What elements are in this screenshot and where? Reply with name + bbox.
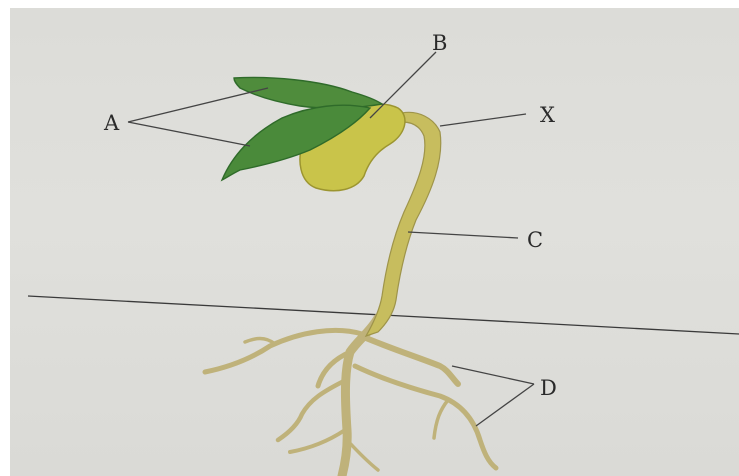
label-d: D [540,376,557,400]
leader-a-upper [128,88,268,122]
root-branch-left-bottom [290,430,345,452]
root-branch-left-upper [205,330,362,372]
root-branch-right-mid [355,366,496,468]
leaf-upper [234,78,382,109]
label-x: X [540,103,555,127]
leader-d-upper [452,366,534,384]
root-branch-right-bottom [347,440,378,470]
label-c: C [527,228,543,252]
leader-d-lower [476,384,534,426]
label-b: B [432,31,447,55]
leader-b [370,52,436,118]
label-a: A [103,111,120,135]
roots [205,318,496,476]
leader-a-lower [128,122,250,146]
root-branch-left-lower [278,380,346,440]
leader-c [408,232,518,238]
root-branch-right-twig [434,400,448,438]
leader-x [440,114,526,126]
